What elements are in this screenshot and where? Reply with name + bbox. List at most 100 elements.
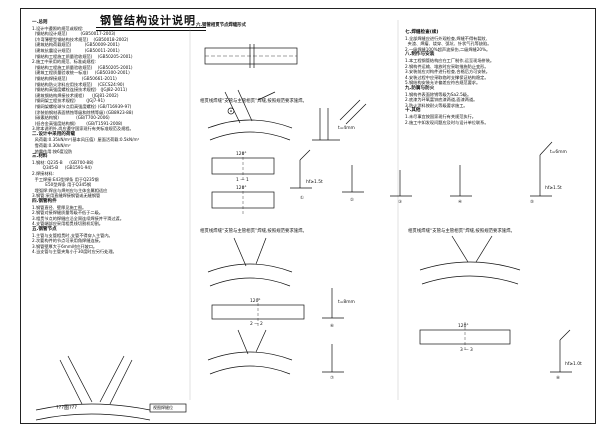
left-note-line: (冷弯薄壁型钢结构技术规范) (GB50018-2002) <box>32 36 129 42</box>
left-note-line: 1.主管与支管相贯时,支管不得穿入主管内。 <box>32 232 113 238</box>
detail-cross-section-1 <box>211 152 275 180</box>
right-note-line: 2.施工中如发现问题应及时与设计单位联系。 <box>405 119 489 125</box>
left-note-line: Q345-B (GB1591-94) <box>32 165 92 171</box>
angle-label-1: 120° <box>236 152 247 157</box>
detail-section-2-2 <box>211 298 305 326</box>
fig-5-label: ⑤ <box>530 200 534 205</box>
right-note-line: 1.未尽事宜按国家现行有关规范执行。 <box>405 113 476 119</box>
fig-3-label: ③ <box>398 200 402 205</box>
detail-v-joint <box>35 355 151 421</box>
right-note-line: 夹渣、焊瘤、烧穿、弧坑、针状气孔等缺陷。 <box>405 41 492 47</box>
weld-size-label-3: hf≥1.0t <box>565 362 582 367</box>
left-note-line: 地震作用:按6度设防 <box>32 148 73 154</box>
left-note-line: (钢结构高强度螺栓连接技术规程) (JGJ82-2011) <box>32 87 128 93</box>
fig-2-label: ② <box>350 198 354 203</box>
detail-note-b: 相贯线焊缝“支管与主管相贯”焊缝,按照规范要求施焊。 <box>200 99 307 104</box>
left-note-line: (钢结构焊接规范) (GB50661-2011) <box>32 75 117 81</box>
detail-note-d: 相贯线焊缝“支管与主管相贯”焊缝,按照规范要求施焊。 <box>408 229 515 234</box>
left-note-line: 4.支管端部应采用相贯线切割机切割。 <box>32 221 103 227</box>
left-note-line: (钢结构工程施工质量验收规范) (GB50205-2001) <box>32 64 133 70</box>
left-note-line: 3.除本说明外,尚应遵守国家现行有关标准规范及规程。 <box>32 126 134 132</box>
fig-8-label: ⑧ <box>556 376 560 381</box>
right-note-line: 1.全部焊缝应进行外观检查,焊缝不得有裂纹、 <box>405 35 490 41</box>
left-note-line: (钢结构防火涂料应用技术规范) (CECS24:90) <box>32 81 125 87</box>
right-notes-column: 七.焊缝检查(续)1.全部焊缝应进行外观检查,焊缝不得有裂纹、 夹渣、焊瘤、烧穿… <box>405 30 590 125</box>
detail-row-1 <box>290 141 553 197</box>
detail-1-pipe <box>204 44 298 68</box>
cut-label-1: 1 — 1 <box>236 178 249 183</box>
left-note-line: 4.当支管与主管夹角小于30度时应另行处理。 <box>32 249 117 255</box>
left-note-line: 3.相贯节点的焊缝应沿全周连续焊接并平滑过渡。 <box>32 215 124 221</box>
detail-t-joint <box>312 99 367 141</box>
left-note-line: 3.钢管:采用直缝焊接钢管或无缝钢管 <box>32 193 101 199</box>
left-note-line: 手工焊接:E43型焊条 用于Q235钢 <box>32 176 99 182</box>
right-note-line: 十.其他 <box>405 108 421 114</box>
right-note-line: 1.钢构件表面除锈等级为Sa2.5级。 <box>405 91 472 97</box>
cut-label-3: 3 — 3 <box>460 348 473 353</box>
title-underline <box>96 27 206 31</box>
right-note-line: 七.焊缝检查(续) <box>405 30 439 35</box>
left-note-line: (低合金高强度结构钢) (GB/T1591-2008) <box>32 120 123 126</box>
fig-4-label: ④ <box>458 200 462 205</box>
left-note-line: 1.钢管直径、壁厚见施工图。 <box>32 204 87 210</box>
detail-note-c: 相贯线焊缝“支管与主管相贯”焊缝,按照规范要求施焊。 <box>200 229 307 234</box>
detail-2-curved-branch <box>207 89 293 141</box>
left-note-line: 二.设计中采用的荷载 <box>32 131 76 137</box>
detail-row-2 <box>322 288 572 373</box>
left-note-line: 雪荷载:0.30kN/m² <box>32 143 71 149</box>
weld-size-label-2: hf≥1.5t <box>545 186 562 191</box>
left-note-line: 1.设计中遵照的规范或规程: <box>32 25 84 31</box>
left-note-line: (钢网架工程技术规程) (JGJ7-91) <box>32 98 105 104</box>
left-note-line: (涂装前钢材表面锈蚀等级和除锈等级) (GB8923-88) <box>32 109 134 115</box>
thickness-label-2: t=6mm <box>550 150 567 155</box>
left-note-line: 2.钢管对接焊缝质量等级不低于二级。 <box>32 210 103 216</box>
left-note-line: 五.钢管节点 <box>32 226 57 232</box>
weld-size-label-1: hf≥1.5t <box>306 180 323 185</box>
angle-label-2: 120° <box>236 186 247 191</box>
left-note-line: 一.总则 <box>32 20 48 25</box>
right-note-line: 4.安装过程中应采取临时支撑保证结构稳定。 <box>405 74 489 80</box>
left-note-line: 1.钢材: Q235-B (GB700-88) <box>32 159 94 165</box>
right-note-line: 3.防火涂料按耐火等级要求施工。 <box>405 102 468 108</box>
drawing-frame <box>20 8 596 424</box>
section-heading-details: 六.钢管相贯节点焊缝形式 <box>196 23 246 28</box>
right-note-line: 八.制作与安装 <box>405 52 435 58</box>
left-note-line: 2.施工中采用的规范、标准或规程: <box>32 59 97 65</box>
drawing-stamp: ???图??? <box>56 405 77 411</box>
right-note-line: 3.安装前应对构件进行检查,合格后方可安装。 <box>405 69 490 75</box>
left-note-line: (建筑钢结构焊接技术规程) (JGJ81-2002) <box>32 92 119 98</box>
thickness-label-3: t=8mm <box>338 300 355 305</box>
left-note-line: 3.钢管壁厚大于6mm时应开坡口。 <box>32 243 98 249</box>
page-title: 钢管结构设计说明 <box>100 14 196 27</box>
detail-curved-2 <box>207 237 293 287</box>
fig-7-label: ⑦ <box>330 376 334 381</box>
left-note-line: 风荷载:0.35kN/m²(基本风压值) 屋面活荷载:0.5kN/m² <box>32 137 140 143</box>
right-note-line: 1.本工程钢管结构应在工厂制作,运至现场拼装。 <box>405 57 495 63</box>
left-note-line: (钢网架螺栓球节点用高强度螺栓) (GB/T16939-97) <box>32 103 132 109</box>
left-note-line: 2.焊接材料: <box>32 171 55 177</box>
left-note-line: (建筑结构荷载规范) (GB50009-2001) <box>32 42 120 48</box>
left-note-line: 三.材料 <box>32 154 48 160</box>
thickness-label-1: t=4mm <box>338 126 355 131</box>
fig-6-label: ⑥ <box>330 324 334 329</box>
angle-label-3: 120° <box>250 299 261 304</box>
right-note-line: 九.防腐与防火 <box>405 85 435 91</box>
view-caption-box <box>149 403 187 413</box>
right-note-line: 2.底漆为环氧富锌底漆两道,面漆两道。 <box>405 97 478 103</box>
left-note-line: (钢结构工程施工质量验收规范) (GB50205-2001) <box>32 53 133 59</box>
left-note-line: 2.次要构件的节点可采用角焊缝连接。 <box>32 238 103 244</box>
left-note-line: 四.钢管构件 <box>32 199 57 204</box>
left-note-line: (碳素结构钢) (GB/T700-2006) <box>32 115 110 121</box>
detail-curved-3 <box>419 235 521 285</box>
left-note-line: 埋弧焊:焊丝与焊剂应与主体金属相适应 <box>32 187 108 193</box>
detail-curved-4 <box>207 329 293 375</box>
right-note-line: 5.钢结构安装允许偏差应符合规范要求。 <box>405 80 481 86</box>
detail-cross-section-2 <box>211 186 275 214</box>
left-note-line: (建筑抗震设计规范) (GB50011-2001) <box>32 47 120 53</box>
right-note-line: 2.钢构件运输、堆放时应采取措施防止变形。 <box>405 63 489 69</box>
right-note-line: 2.一级焊缝100%超声波探伤,二级焊缝20%。 <box>405 46 491 52</box>
left-note-line: E50型焊条 用于Q345钢 <box>32 182 92 188</box>
bottom-view-caption: 视图焊缝位 <box>153 405 173 410</box>
angle-label-4: 120° <box>458 324 469 329</box>
